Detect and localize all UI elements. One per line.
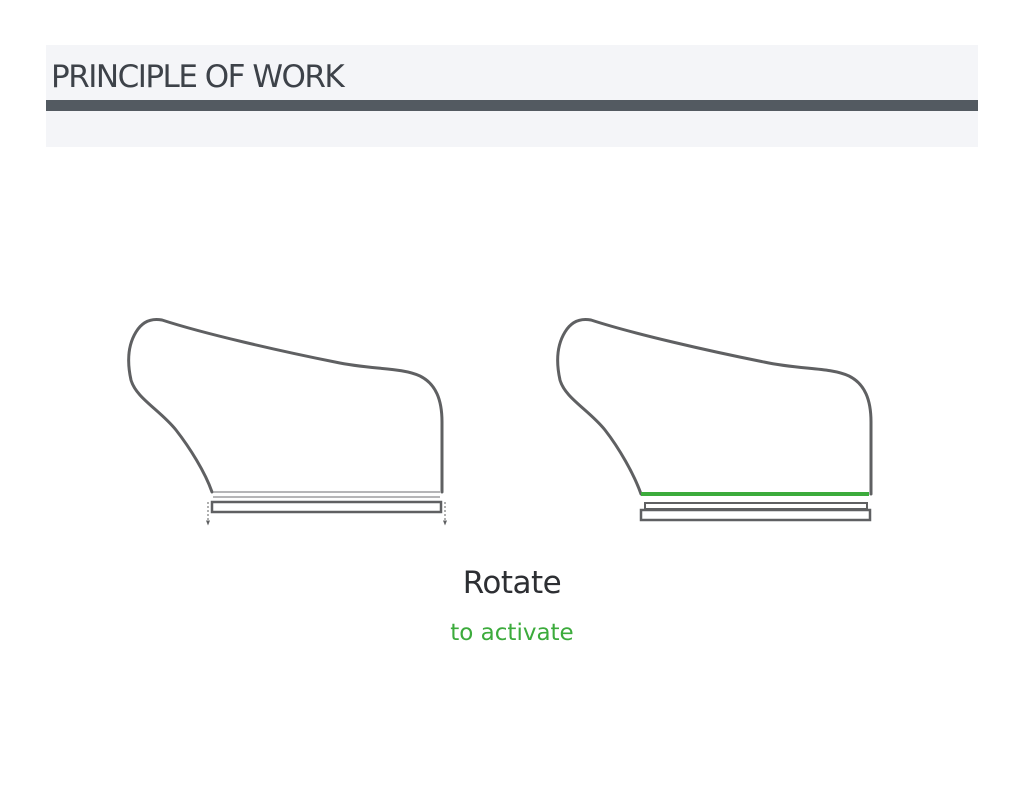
device-inactive-base-plate	[210, 500, 443, 514]
device-activated	[556, 318, 873, 522]
caption-to-activate: to activate	[450, 620, 574, 646]
caption-rotate: Rotate	[462, 565, 562, 601]
device-inactive	[127, 318, 447, 526]
device-activated-seal-strip	[644, 502, 868, 510]
device-activated-outline	[556, 318, 873, 496]
page-title: PRINCIPLE OF WORK	[51, 59, 345, 95]
device-activated-base-plate	[639, 508, 872, 522]
device-inactive-outline	[127, 318, 444, 494]
title-underline-bar	[46, 100, 978, 111]
header-panel: PRINCIPLE OF WORK	[46, 45, 978, 147]
